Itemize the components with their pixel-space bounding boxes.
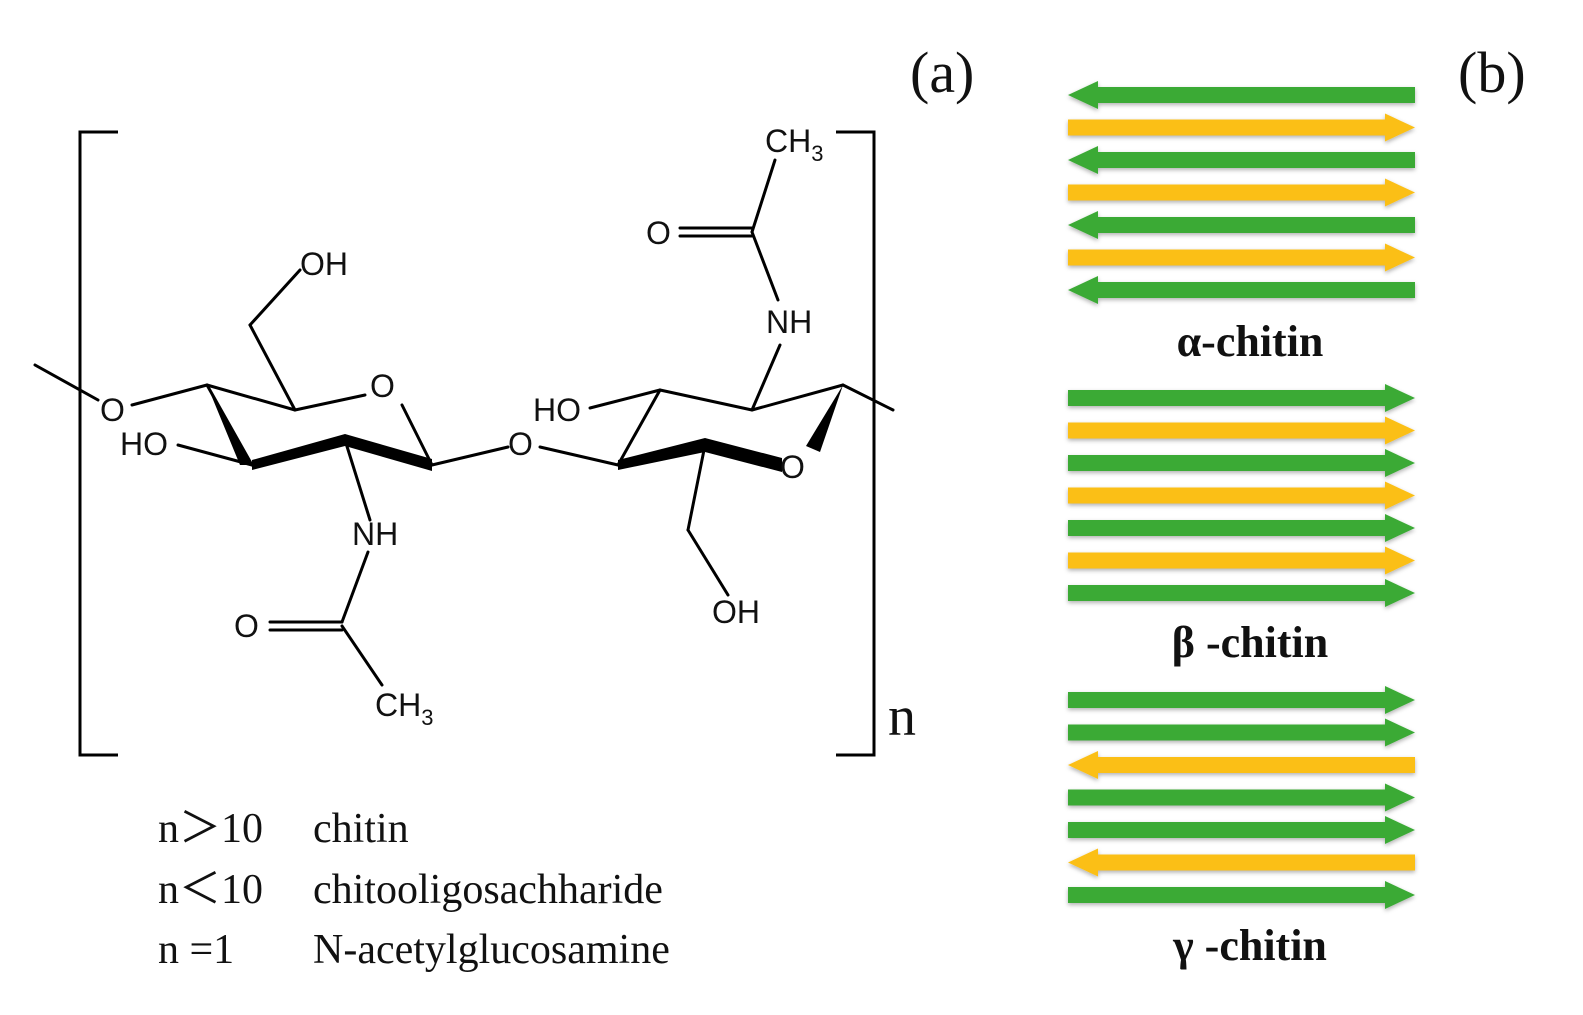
beta-strand-2-yellow-right bbox=[1068, 416, 1415, 445]
atom-o-left: O bbox=[100, 392, 125, 428]
atom-o-ring-right: O bbox=[780, 449, 805, 485]
alpha-strand-7-green-left bbox=[1068, 276, 1415, 304]
left-bracket bbox=[78, 130, 118, 757]
gamma-strand-1-green-right bbox=[1068, 686, 1415, 714]
beta-strand-3-green-right bbox=[1068, 449, 1415, 477]
alpha-strand-2-yellow-right bbox=[1068, 113, 1415, 142]
atom-o-glycosidic: O bbox=[508, 426, 533, 462]
legend-name-3: N-acetylglucosamine bbox=[313, 927, 670, 973]
atom-oh-top: OH bbox=[300, 246, 348, 282]
atom-o-carbonyl-right: O bbox=[646, 215, 671, 251]
legend-condition-1: n＞10 bbox=[158, 806, 263, 852]
beta-strand-5-green-right bbox=[1068, 514, 1415, 542]
beta-chitin-title: β -chitin bbox=[1172, 618, 1328, 667]
atom-nh-right: NH bbox=[766, 304, 812, 340]
alpha-strand-6-yellow-right bbox=[1068, 243, 1415, 272]
atom-ho-right: HO bbox=[533, 392, 581, 428]
gamma-strand-4-green-right bbox=[1068, 783, 1415, 812]
atom-oh-bottom: OH bbox=[712, 594, 760, 630]
beta-strand-4-yellow-right bbox=[1068, 481, 1415, 510]
gamma-strand-3-yellow-left bbox=[1068, 751, 1415, 779]
atom-labels: O HO OH O NH O CH3 O HO O OH NH O CH3 bbox=[100, 123, 823, 730]
gamma-strand-7-green-right bbox=[1068, 881, 1415, 909]
gamma-chitin-title: γ -chitin bbox=[1172, 921, 1327, 970]
alpha-strand-1-green-left bbox=[1068, 81, 1415, 109]
atom-ch3-right: CH3 bbox=[765, 123, 823, 166]
bonds bbox=[33, 158, 895, 687]
repeat-unit-label: n bbox=[888, 686, 916, 748]
alpha-strand-4-yellow-right bbox=[1068, 178, 1415, 207]
panel-label-b: (b) bbox=[1458, 40, 1526, 105]
beta-strand-7-green-right bbox=[1068, 579, 1415, 607]
chain-arrangements bbox=[1068, 81, 1415, 909]
legend-name-1: chitin bbox=[313, 806, 409, 852]
atom-nh-left: NH bbox=[352, 516, 398, 552]
gamma-strand-5-green-right bbox=[1068, 816, 1415, 844]
atom-o-ring-left: O bbox=[370, 368, 395, 404]
alpha-strand-5-green-left bbox=[1068, 211, 1415, 239]
atom-o-carbonyl-left: O bbox=[234, 608, 259, 644]
wedge-bonds bbox=[207, 385, 843, 472]
panel-label-a: (a) bbox=[910, 40, 974, 105]
legend-name-2: chitooligosachharide bbox=[313, 867, 663, 913]
alpha-strand-3-green-left bbox=[1068, 146, 1415, 174]
legend: n＞10 chitin n＜10 chitooligosachharide n … bbox=[158, 806, 670, 973]
legend-condition-3: n =1 bbox=[158, 927, 234, 973]
beta-strand-1-green-right bbox=[1068, 384, 1415, 412]
atom-ch3-left: CH3 bbox=[375, 687, 433, 730]
legend-condition-2: n＜10 bbox=[158, 867, 263, 913]
beta-strand-6-yellow-right bbox=[1068, 546, 1415, 575]
alpha-chitin-title: α-chitin bbox=[1177, 317, 1324, 366]
gamma-strand-6-yellow-left bbox=[1068, 848, 1415, 877]
right-bracket bbox=[836, 130, 876, 757]
atom-ho-left: HO bbox=[120, 426, 168, 462]
gamma-strand-2-green-right bbox=[1068, 718, 1415, 747]
chemical-structure: O HO OH O NH O CH3 O HO O OH NH O CH3 n bbox=[33, 123, 916, 757]
